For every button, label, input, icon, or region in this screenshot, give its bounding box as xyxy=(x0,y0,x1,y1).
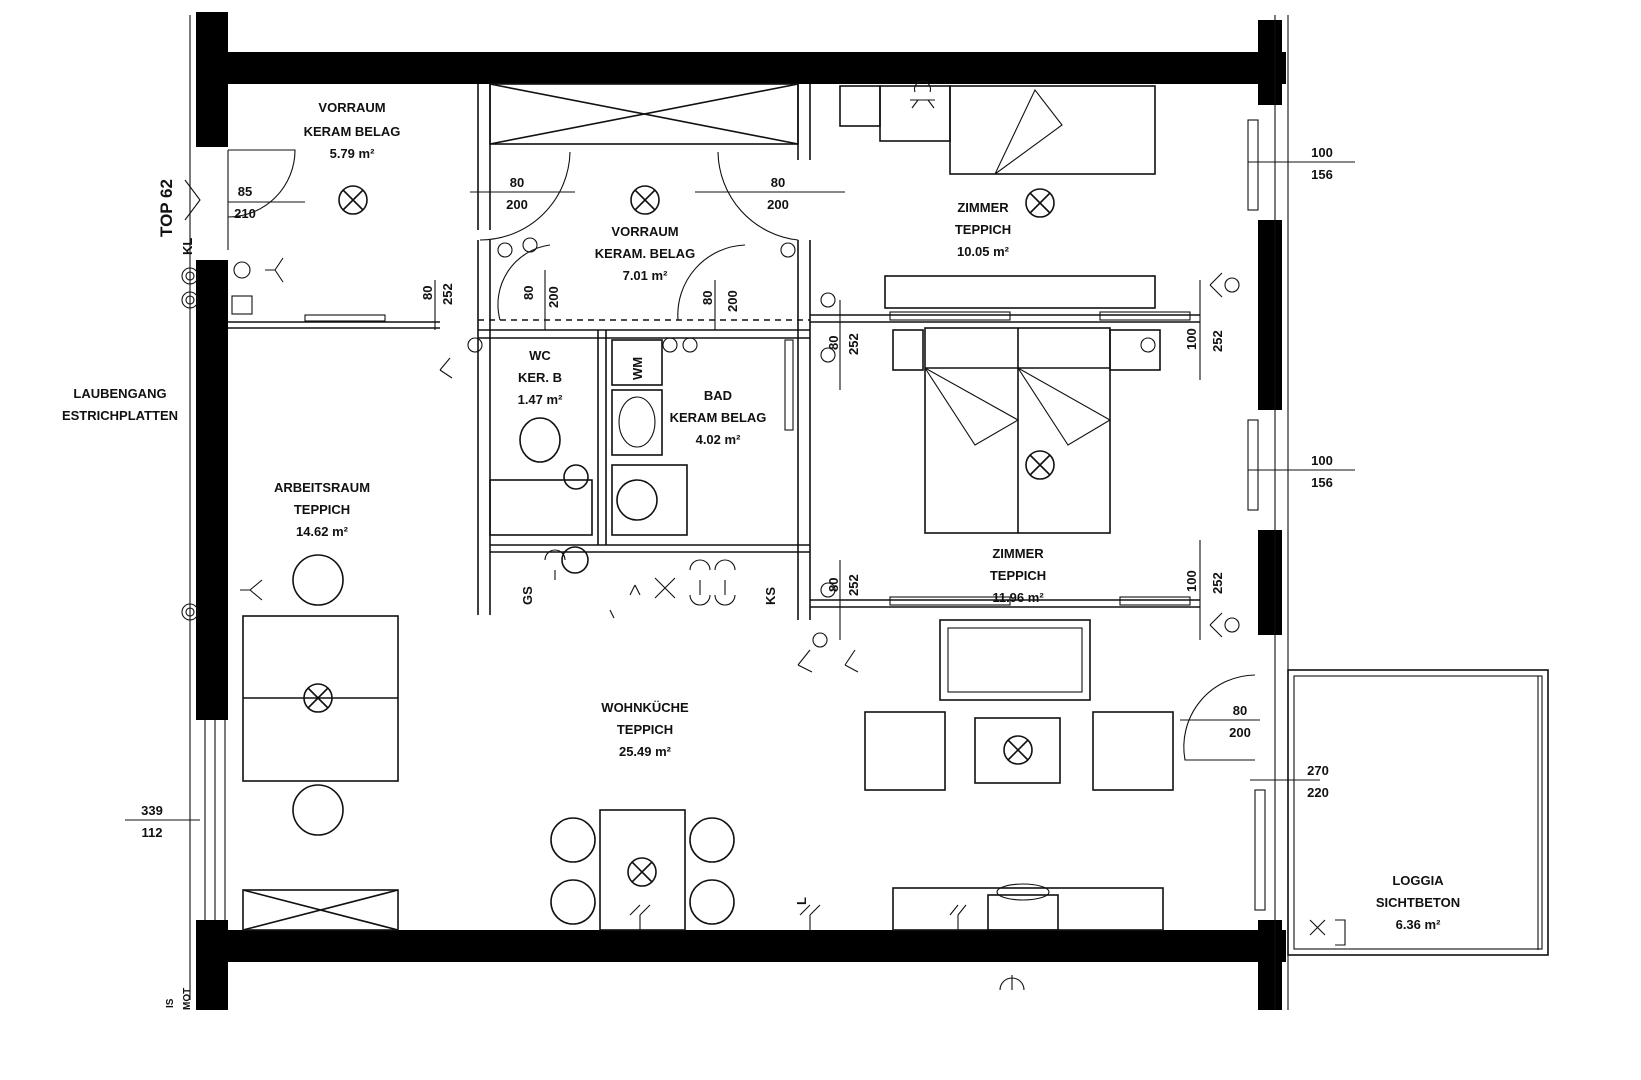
dim-loggia-door-top: 80 xyxy=(1233,703,1247,718)
laubengang-name: LAUBENGANG xyxy=(73,386,166,401)
dim-window-left-top: 339 xyxy=(141,803,163,818)
dim-door-wc-b: 200 xyxy=(546,286,561,308)
wc-name: WC xyxy=(529,348,551,363)
dim-door-zimmer1-a: 80 xyxy=(826,336,841,350)
exterior-walls xyxy=(196,12,1286,1010)
zimmer1-floor: TEPPICH xyxy=(955,222,1011,237)
zimmer1-area: 10.05 m² xyxy=(957,244,1010,259)
zimmer1-name: ZIMMER xyxy=(957,200,1009,215)
zimmer1-furniture xyxy=(839,80,1156,175)
vorraum2-name: VORRAUM xyxy=(611,224,678,239)
dim-entry-door-top: 85 xyxy=(238,184,252,199)
dim-win-z2-a: 100 xyxy=(1184,570,1199,592)
vorraum2-area: 7.01 m² xyxy=(623,268,668,283)
dim-loggia-win-top: 270 xyxy=(1307,763,1329,778)
left-facade-lines xyxy=(189,15,226,1000)
vorraum1-name: VORRAUM xyxy=(318,100,385,115)
zimmer2-name: ZIMMER xyxy=(992,546,1044,561)
dim-loggia-door-bottom: 200 xyxy=(1229,725,1251,740)
light-vorraum1 xyxy=(338,185,368,215)
fixture-labels: GS KS WM L IS MOT xyxy=(165,357,809,1010)
arbeitsraum-area: 14.62 m² xyxy=(296,524,349,539)
bottom-mark-b: MOT xyxy=(182,988,193,1010)
dim-door-wc-side-a: 80 xyxy=(420,286,435,300)
light-dining xyxy=(627,857,657,887)
dim-win-right1-bottom: 156 xyxy=(1311,167,1333,182)
arbeitsraum-name: ARBEITSRAUM xyxy=(274,480,370,495)
vorraum1-floor: KERAM BELAG xyxy=(304,124,401,139)
ceiling-lights xyxy=(303,185,1055,887)
wohnkueche-name: WOHNKÜCHE xyxy=(601,700,689,715)
bad-floor: KERAM BELAG xyxy=(670,410,767,425)
dim-win-z2-b: 252 xyxy=(1210,572,1225,594)
dim-door-zimmer2-b: 252 xyxy=(846,574,861,596)
light-vorraum2 xyxy=(630,185,660,215)
dim-door-left-top: 80 xyxy=(510,175,524,190)
zimmer2-furniture xyxy=(884,275,1161,534)
dim-window-left-bottom: 112 xyxy=(142,825,163,840)
dim-win-right2-top: 100 xyxy=(1311,453,1333,468)
zimmer2-floor: TEPPICH xyxy=(990,568,1046,583)
dimension-lines xyxy=(125,161,1355,821)
fixture-ks: KS xyxy=(763,587,778,605)
loggia-floor: SICHTBETON xyxy=(1376,895,1460,910)
loggia-outline xyxy=(1287,669,1549,956)
dim-door-bad-a: 80 xyxy=(700,291,715,305)
sanitary-fixtures xyxy=(489,339,794,574)
dim-win-z1-b: 252 xyxy=(1210,330,1225,352)
dim-entry-door-bottom: 210 xyxy=(234,206,256,221)
dim-door-wc-side-b: 252 xyxy=(440,283,455,305)
dim-door-wc-a: 80 xyxy=(521,286,536,300)
dim-win-right2-bottom: 156 xyxy=(1311,475,1333,490)
electrical-symbols xyxy=(181,179,1346,991)
light-arbeitsraum xyxy=(303,683,333,713)
bottom-mark-a: IS xyxy=(165,998,176,1008)
vorraum2-floor: KERAM. BELAG xyxy=(595,246,695,261)
dim-win-right1-top: 100 xyxy=(1311,145,1333,160)
zimmer2-area: 11.96 m² xyxy=(992,590,1044,605)
laubengang-floor: ESTRICHPLATTEN xyxy=(62,408,178,423)
dim-door-zimmer2-a: 80 xyxy=(826,578,841,592)
fixture-wm: WM xyxy=(630,357,645,380)
right-facade-lines xyxy=(1247,15,1289,1010)
dim-door-left-bottom: 200 xyxy=(506,197,528,212)
vorraum1-area: 5.79 m² xyxy=(330,146,375,161)
wohnkueche-area: 25.49 m² xyxy=(619,744,672,759)
bad-name: BAD xyxy=(704,388,732,403)
dim-door-zimmer1-b: 252 xyxy=(846,333,861,355)
light-zimmer2 xyxy=(1025,450,1055,480)
light-living xyxy=(1003,735,1033,765)
dim-door-right-bottom: 200 xyxy=(767,197,789,212)
entry-mark: KL xyxy=(180,238,195,255)
loggia-area: 6.36 m² xyxy=(1396,917,1441,932)
doors xyxy=(227,149,1256,761)
fixture-gs: GS xyxy=(520,586,535,605)
dim-win-z1-a: 100 xyxy=(1184,328,1199,350)
arbeitsraum-floor: TEPPICH xyxy=(294,502,350,517)
dim-door-right-top: 80 xyxy=(771,175,785,190)
fixture-l: L xyxy=(794,897,809,905)
wc-floor: KER. B xyxy=(518,370,562,385)
dim-loggia-win-bottom: 220 xyxy=(1307,785,1329,800)
dimension-labels: 85 210 80 200 80 200 80 252 80 200 80 20… xyxy=(141,145,1333,840)
unit-label: TOP 62 xyxy=(157,179,176,237)
wohnkueche-floor: TEPPICH xyxy=(617,722,673,737)
room-labels: VORRAUM KERAM BELAG 5.79 m² VORRAUM KERA… xyxy=(62,100,1460,932)
dim-door-bad-b: 200 xyxy=(725,290,740,312)
bad-area: 4.02 m² xyxy=(696,432,741,447)
light-zimmer1 xyxy=(1025,188,1055,218)
living-furniture xyxy=(242,554,1174,931)
wc-area: 1.47 m² xyxy=(518,392,563,407)
interior-walls xyxy=(228,83,1200,620)
loggia-name: LOGGIA xyxy=(1392,873,1444,888)
